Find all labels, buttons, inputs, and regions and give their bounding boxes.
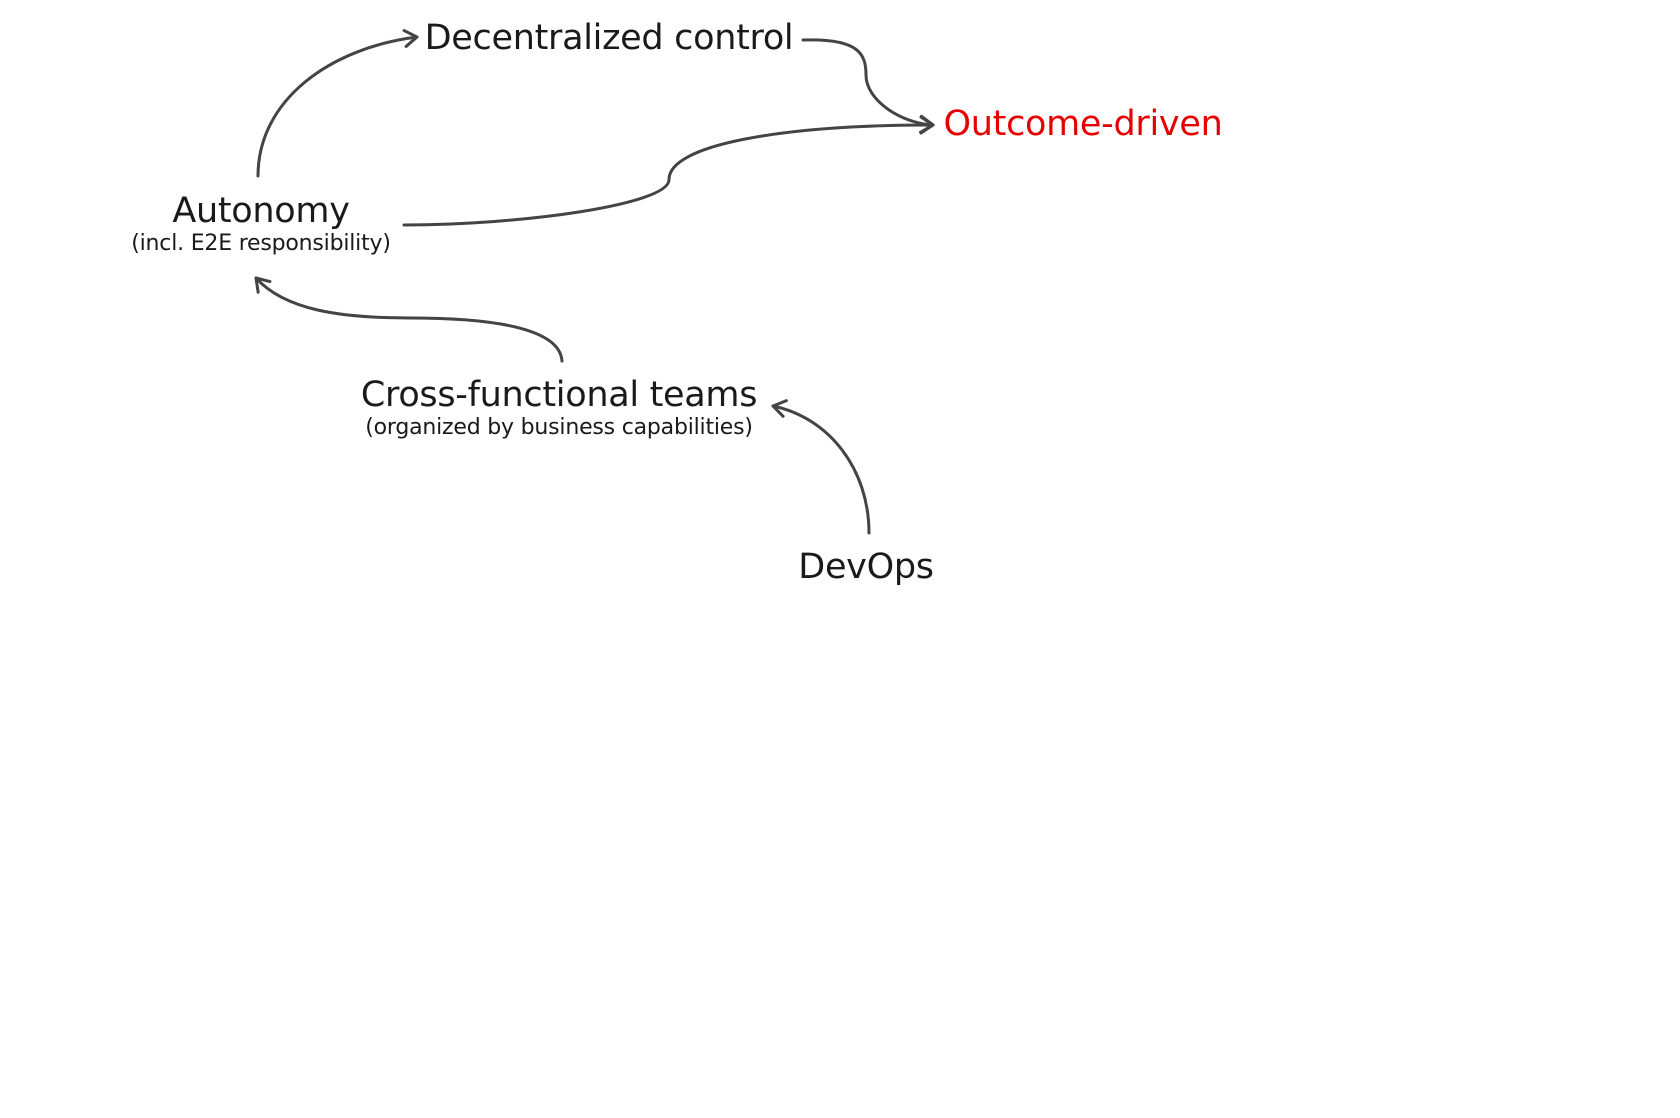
node-subtitle: (organized by business capabilities) xyxy=(365,415,753,440)
node-outcome-driven: Outcome-driven xyxy=(944,104,1223,144)
node-title-highlighted: Outcome-driven xyxy=(943,104,1223,144)
arrow-autonomy-to-decentralized xyxy=(256,29,419,178)
arrow-autonomy-to-outcome xyxy=(402,115,935,227)
node-cross-functional-teams: Cross-functional teams (organized by bus… xyxy=(360,375,758,441)
node-decentralized-control: Decentralized control xyxy=(425,18,794,58)
node-title: Autonomy xyxy=(172,191,350,231)
arrow-decentralized-to-outcome xyxy=(801,38,935,134)
node-title: Decentralized control xyxy=(424,18,794,58)
node-title: DevOps xyxy=(798,547,934,587)
arrow-devops-to-crossfunc xyxy=(771,399,871,535)
node-title: Cross-functional teams xyxy=(360,375,758,415)
arrow-crossfunc-to-autonomy xyxy=(254,276,564,363)
node-autonomy: Autonomy (incl. E2E responsibility) xyxy=(131,191,391,257)
node-devops: DevOps xyxy=(798,547,934,587)
node-subtitle: (incl. E2E responsibility) xyxy=(131,231,391,256)
